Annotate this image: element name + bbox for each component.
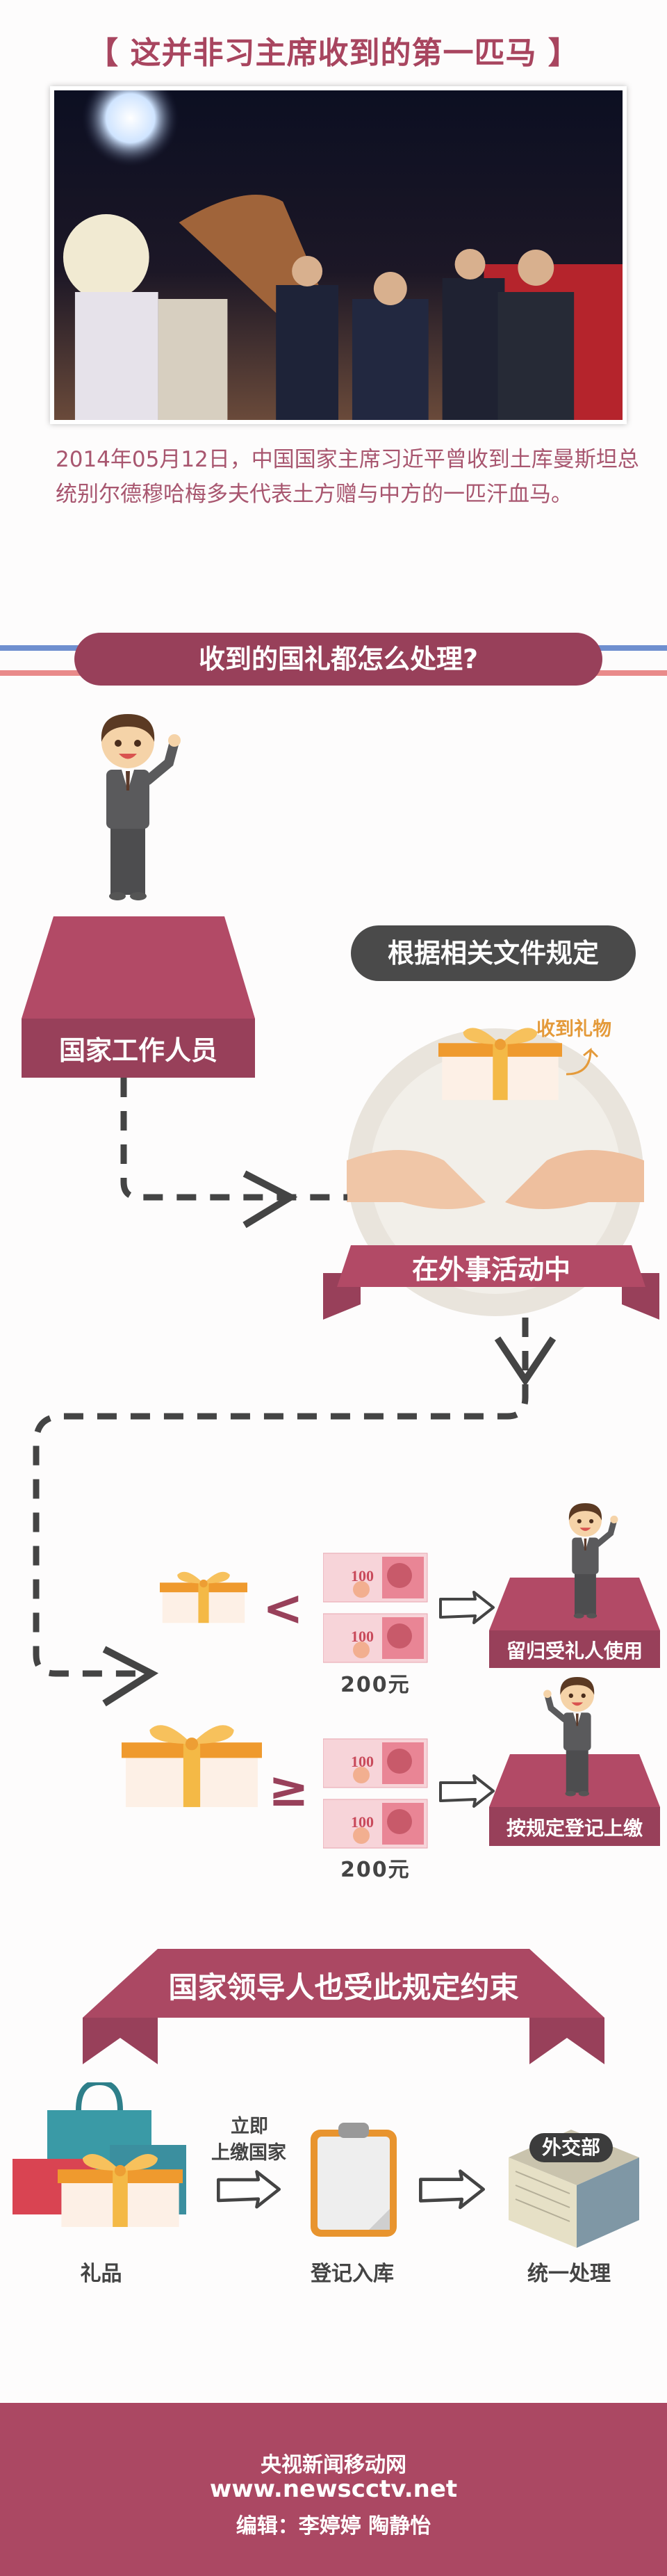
arrow-right-icon-2 bbox=[439, 1774, 495, 1808]
amount-label: 200元 bbox=[340, 1673, 411, 1697]
footer: 央视新闻移动网 www.newscctv.net 编辑：李婷婷 陶静怡 bbox=[0, 2403, 667, 2576]
gifts-pile-icon bbox=[13, 2082, 186, 2227]
amount-label-2: 200元 bbox=[340, 1858, 411, 1882]
section-banner-gift-handling: 收到的国礼都怎么处理? bbox=[74, 633, 602, 686]
arrow-label-submit: 上缴国家 bbox=[211, 2142, 286, 2164]
submit-platform bbox=[489, 1754, 660, 1846]
leaders-banner-text: 国家领导人也受此规定约束 bbox=[168, 1970, 519, 2004]
less-than-symbol: < bbox=[263, 1580, 304, 1637]
large-gift-icon bbox=[122, 1725, 262, 1808]
outcome-keep-label: 留归受礼人使用 bbox=[506, 1639, 643, 1662]
rule-pill: 根据相关文件规定 bbox=[351, 925, 636, 981]
flow-arrow-right-icon-2 bbox=[102, 1646, 159, 1707]
horse-gift-photo bbox=[50, 86, 627, 424]
step-gifts-label: 礼品 bbox=[80, 2262, 122, 2286]
step-process-label: 统一处理 bbox=[527, 2262, 611, 2286]
staff-platform bbox=[22, 916, 255, 1078]
arrow-label-immediately: 立即 bbox=[231, 2116, 268, 2137]
small-gift-icon bbox=[160, 1571, 247, 1623]
arrow-right-icon-4 bbox=[419, 2169, 485, 2211]
clipboard-icon bbox=[311, 2123, 397, 2237]
greater-equal-symbol: ≥ bbox=[268, 1760, 309, 1817]
footer-url[interactable]: www.newscctv.net bbox=[209, 2475, 458, 2503]
activity-label: 在外事活动中 bbox=[411, 1254, 570, 1285]
curved-arrow-icon bbox=[566, 1047, 599, 1076]
banknotes-icon bbox=[323, 1553, 428, 1663]
flow-arrow-down-icon bbox=[494, 1336, 557, 1387]
footer-source: 央视新闻移动网 bbox=[261, 2453, 406, 2477]
handshake-circle bbox=[347, 1028, 644, 1316]
banknotes-icon-2 bbox=[323, 1738, 428, 1849]
footer-editors: 编辑：李婷婷 陶静怡 bbox=[236, 2514, 431, 2538]
flow-arrow-right-icon bbox=[242, 1170, 298, 1229]
staff-person-icon bbox=[85, 714, 183, 905]
page-title: 【 这并非习主席收到的第一匹马 】 bbox=[88, 35, 579, 71]
step-register-label: 登记入库 bbox=[311, 2262, 394, 2286]
official-person-icon bbox=[535, 1677, 611, 1799]
outcome-submit-label: 按规定登记上缴 bbox=[506, 1817, 643, 1840]
section-banner-leaders bbox=[83, 1949, 604, 2064]
arrow-right-icon bbox=[439, 1591, 495, 1624]
staff-label: 国家工作人员 bbox=[58, 1035, 217, 1066]
photo-caption: 2014年05月12日，中国国家主席习近平曾收到土库曼斯坦总统别尔德穆哈梅多夫代… bbox=[56, 447, 639, 507]
flow-path bbox=[33, 1078, 557, 1707]
arrow-right-icon-3 bbox=[217, 2169, 281, 2211]
received-gift-label: 收到礼物 bbox=[536, 1019, 611, 1040]
recipient-person-icon bbox=[553, 1503, 625, 1621]
activity-ribbon bbox=[323, 1245, 659, 1320]
ministry-badge: 外交部 bbox=[529, 2133, 613, 2162]
